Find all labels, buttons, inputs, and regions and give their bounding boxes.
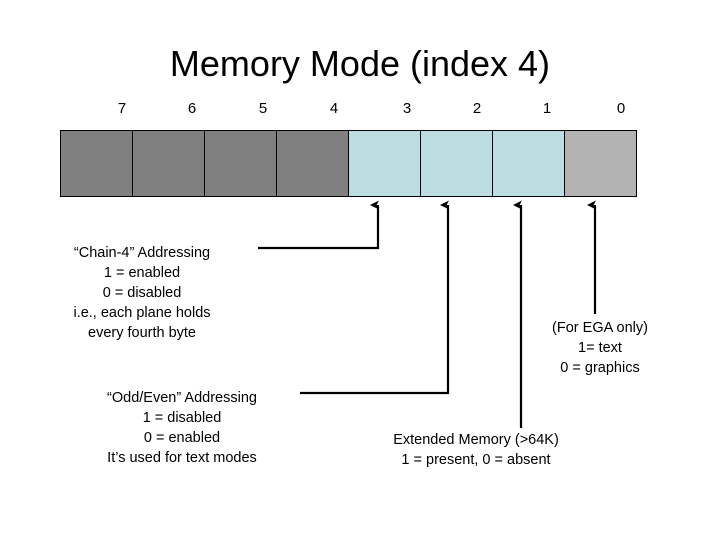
annotation-extended-memory: Extended Memory (>64K) 1 = present, 0 = … (352, 430, 600, 470)
bit-label-4: 4 (329, 100, 339, 117)
bit-label-6: 6 (187, 100, 197, 117)
bit-cell-1[interactable] (493, 131, 565, 196)
bit-label-2: 2 (472, 100, 482, 117)
annotation-oddeven-line-2: 1 = disabled (142, 410, 222, 426)
annotation-oddeven: “Odd/Even” Addressing 1 = disabled 0 = e… (64, 388, 300, 468)
bit-cell-4[interactable] (277, 131, 349, 196)
bit-label-5: 5 (258, 100, 268, 117)
bit-cell-2[interactable] (421, 131, 493, 196)
annotation-extended-memory-line-2: 1 = present, 0 = absent (401, 452, 551, 468)
bit-label-1: 1 (542, 100, 552, 117)
annotation-chain4: “Chain-4” Addressing 1 = enabled 0 = dis… (28, 243, 256, 343)
bit-label-3: 3 (402, 100, 412, 117)
bit-label-7: 7 (117, 100, 127, 117)
bit-cell-6[interactable] (133, 131, 205, 196)
page-title: Memory Mode (index 4) (169, 43, 551, 84)
bit-cell-3[interactable] (349, 131, 421, 196)
annotation-oddeven-line-1: “Odd/Even” Addressing (107, 390, 257, 406)
annotation-chain4-line-4: i.e., each plane holds (73, 305, 211, 321)
bit-field-bar (60, 130, 637, 197)
leader-line-chain4 (258, 200, 380, 250)
annotation-extended-memory-line-1: Extended Memory (>64K) (393, 432, 559, 448)
annotation-chain4-line-3: 0 = disabled (102, 285, 182, 301)
bit-cell-0[interactable] (565, 131, 636, 196)
annotation-chain4-line-2: 1 = enabled (103, 265, 181, 281)
bit-label-0: 0 (616, 100, 626, 117)
annotation-ega-only-line-1: (For EGA only) (552, 320, 648, 336)
bit-cell-5[interactable] (205, 131, 277, 196)
leader-line-oddeven (300, 200, 450, 395)
annotation-oddeven-line-4: It’s used for text modes (107, 450, 257, 466)
annotation-chain4-line-1: “Chain-4” Addressing (73, 245, 211, 261)
bit-cell-7[interactable] (61, 131, 133, 196)
annotation-chain4-line-5: every fourth byte (88, 325, 196, 341)
annotation-ega-only-line-3: 0 = graphics (560, 360, 640, 376)
annotation-ega-only: (For EGA only) 1= text 0 = graphics (520, 318, 680, 378)
annotation-ega-only-line-2: 1= text (578, 340, 622, 356)
annotation-oddeven-line-3: 0 = enabled (143, 430, 221, 446)
